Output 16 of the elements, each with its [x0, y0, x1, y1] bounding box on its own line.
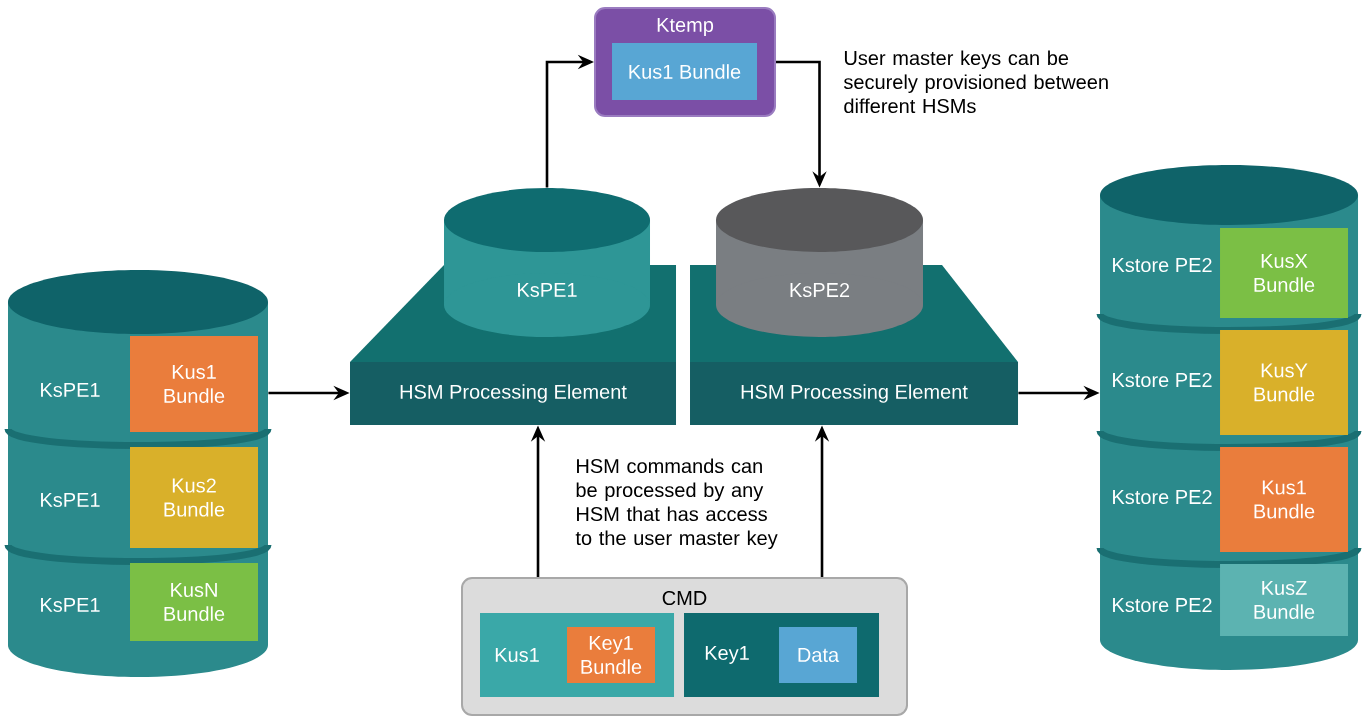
- key-bundle-box: KusX Bundle: [1220, 228, 1348, 318]
- note-text: User master keys can be securely provisioned between different HSMs: [844, 50, 1108, 114]
- key-bundle-box: Key1 Bundle: [567, 627, 655, 683]
- key-bundle-box: Kus2 Bundle: [130, 447, 258, 548]
- node-label: HSM Processing Element: [400, 384, 627, 403]
- keystore-cylinder: KsPE2: [716, 188, 923, 337]
- key-bundle-box: KusZ Bundle: [1220, 564, 1348, 636]
- key-bundle-box: Kus1 Bundle: [1220, 447, 1348, 552]
- key-bundle-box: KusN Bundle: [130, 563, 258, 641]
- node-label: HSM Processing Element: [741, 384, 968, 403]
- key-bundle-box: KusY Bundle: [1220, 330, 1348, 435]
- key-bundle-box: Data: [779, 627, 857, 683]
- key-bundle-box: Kus1 Bundle: [612, 43, 757, 100]
- keystore-cylinder: KsPE1: [444, 188, 650, 337]
- key-bundle-box: Kus1 Bundle: [130, 336, 258, 432]
- note-text: HSM commands can be processed by any HSM that has access to the user master key: [575, 458, 778, 550]
